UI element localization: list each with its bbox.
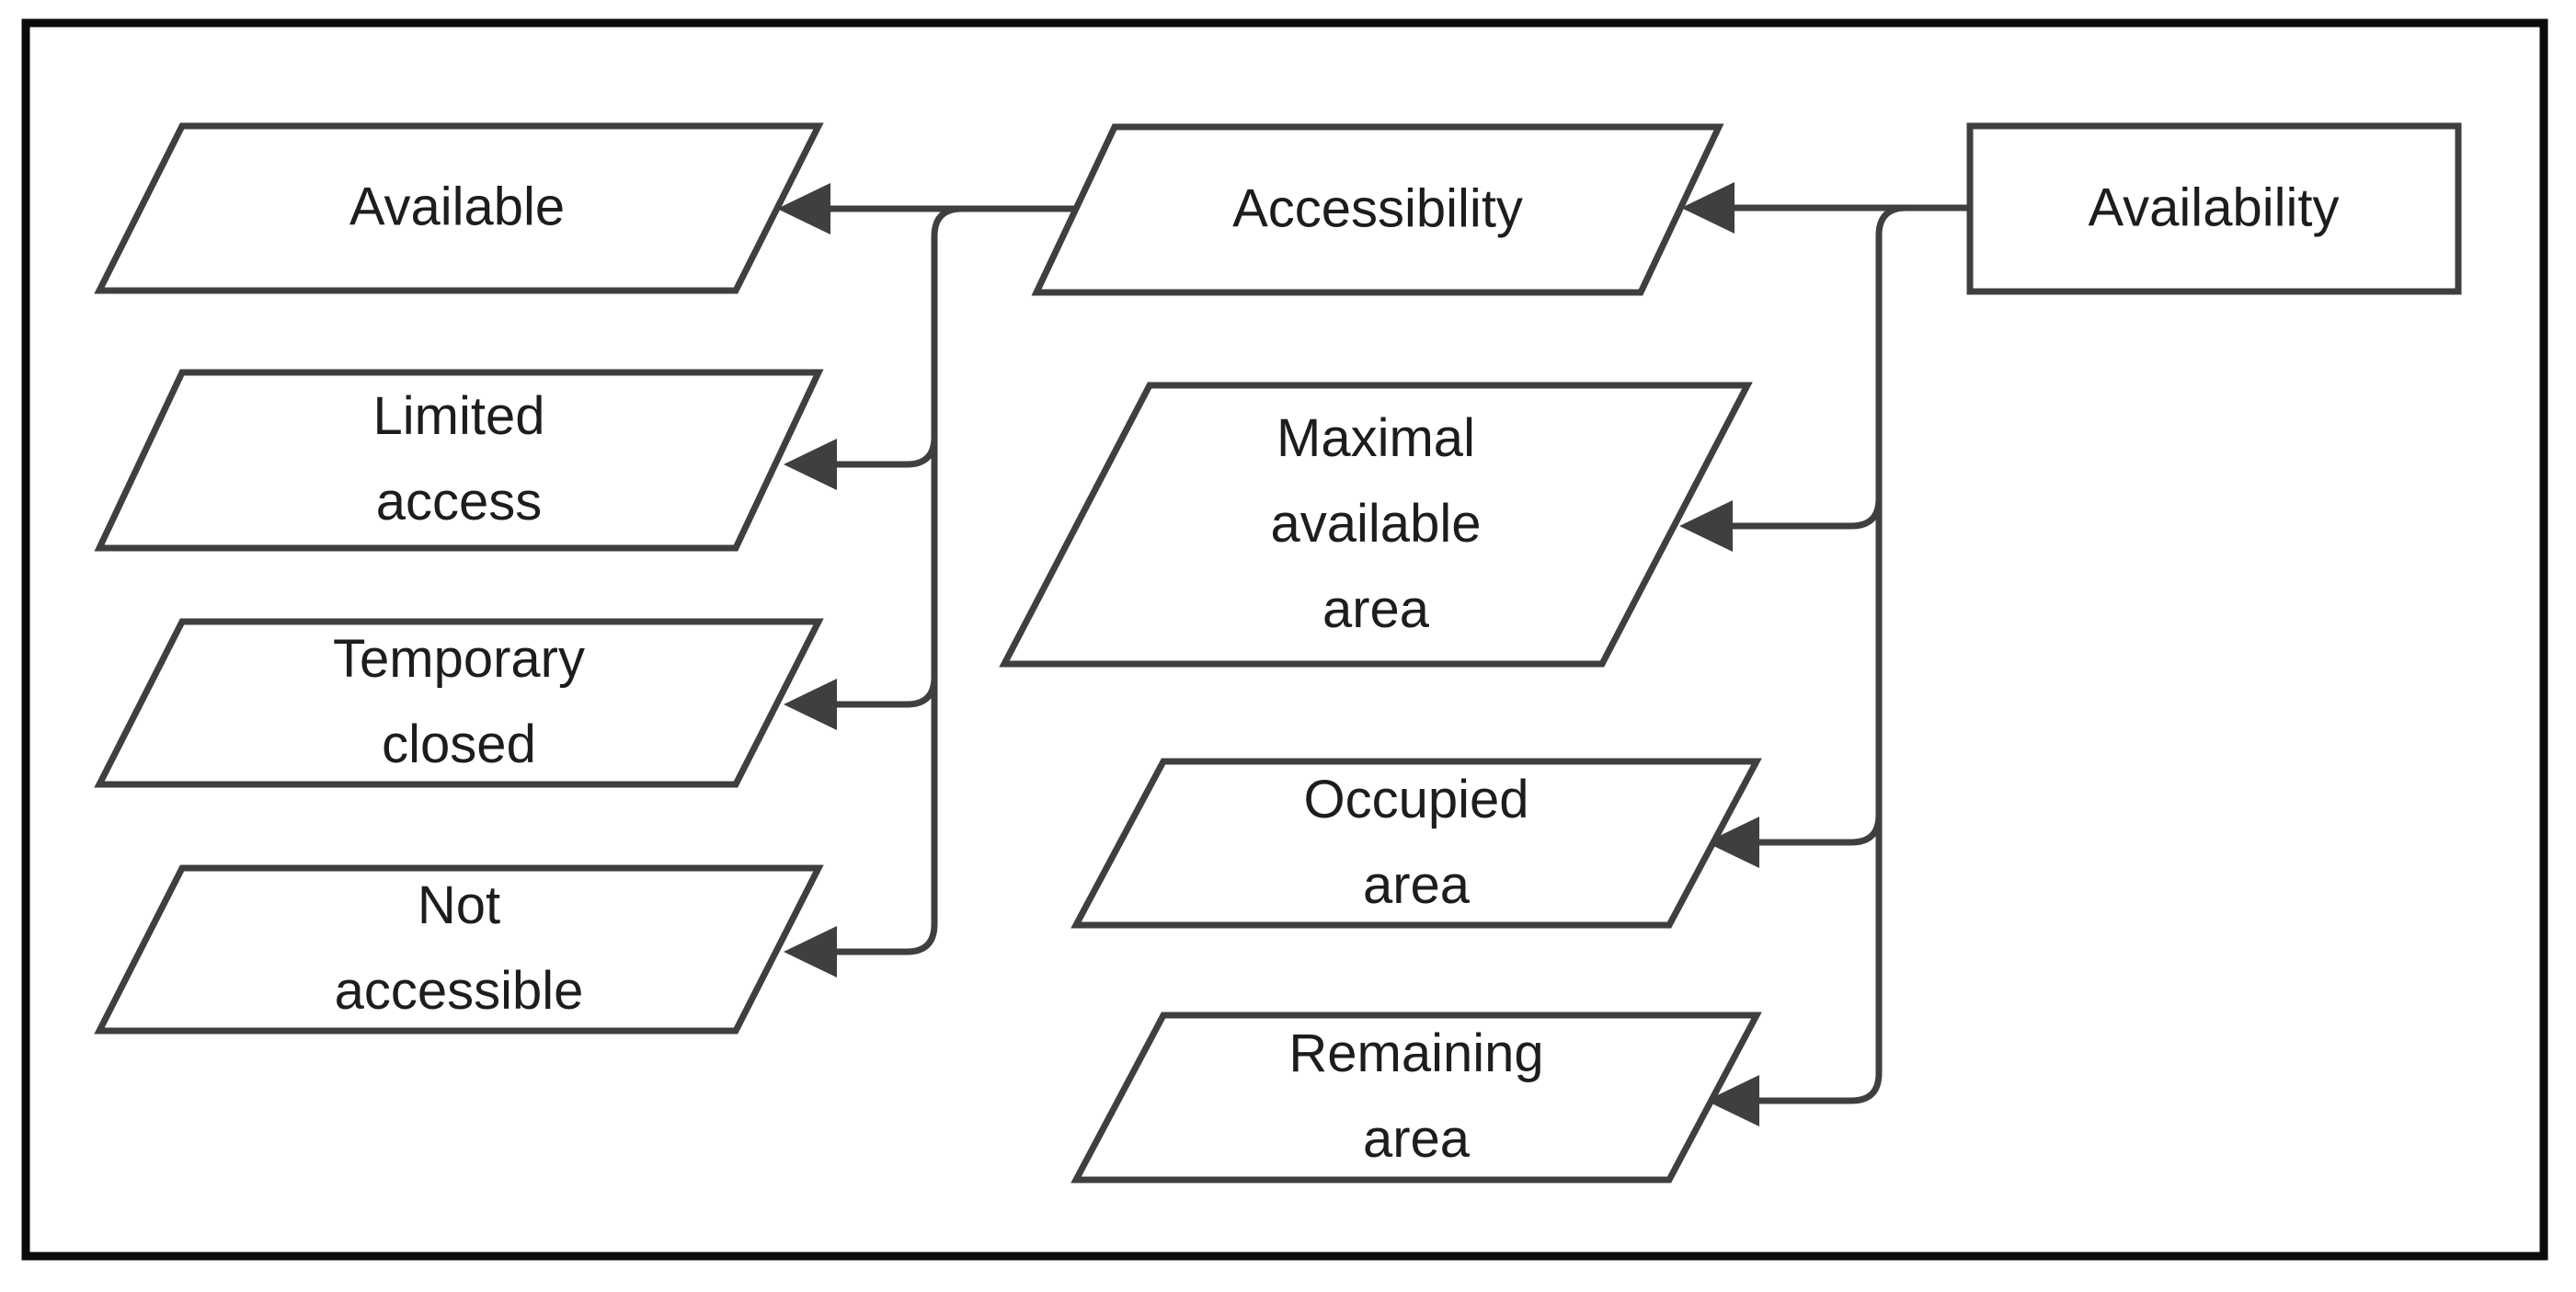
node-maximal-available-area-shape <box>999 382 1753 668</box>
node-remaining-area-shape <box>1070 1012 1762 1183</box>
node-not-accessible-shape <box>94 864 824 1035</box>
node-remaining-area-label: Remaining area <box>1288 1023 1544 1169</box>
node-availability-label: Availability <box>2088 177 2340 238</box>
arrowhead-into-maximal-available-area-icon <box>1679 500 1733 552</box>
diagram-outer-border <box>21 18 2548 1261</box>
node-limited-access-shape <box>94 369 824 552</box>
node-temporary-closed-shape <box>94 618 824 788</box>
edge-branch-to-limited-access <box>837 436 938 468</box>
node-temporary-closed-label: Temporary closed <box>333 629 585 774</box>
node-occupied-area-label: Occupied area <box>1303 770 1529 915</box>
node-maximal-available-area-label: Maximal available area <box>1270 407 1482 639</box>
node-accessibility-label: Accessibility <box>1232 178 1523 239</box>
node-occupied-area-shape <box>1070 758 1762 929</box>
node-available-shape <box>94 122 824 294</box>
node-availability-shape <box>1966 122 2462 295</box>
arrowhead-into-available-icon <box>777 183 830 234</box>
edge-branch-to-temporary-closed <box>837 676 938 708</box>
arrowhead-into-not-accessible-icon <box>784 926 837 978</box>
arrowhead-into-accessibility-icon <box>1681 182 1735 234</box>
edge-branch-to-maximal-available-area <box>1733 497 1883 530</box>
arrowhead-into-remaining-area-icon <box>1706 1075 1759 1126</box>
edge-branch-to-occupied-area <box>1759 814 1883 846</box>
arrowhead-into-limited-access-icon <box>784 439 837 490</box>
arrowhead-into-occupied-area-icon <box>1706 817 1759 868</box>
node-limited-access-label: Limited access <box>372 386 545 532</box>
edge-accessibility-trunk-to-not-accessible <box>837 205 963 955</box>
edge-availability-trunk-to-remaining-area <box>1759 204 1907 1104</box>
arrowhead-into-temporary-closed-icon <box>784 679 837 730</box>
node-available-label: Available <box>349 177 566 237</box>
node-accessibility-shape <box>1031 123 1724 296</box>
node-not-accessible-label: Not accessible <box>334 875 584 1021</box>
